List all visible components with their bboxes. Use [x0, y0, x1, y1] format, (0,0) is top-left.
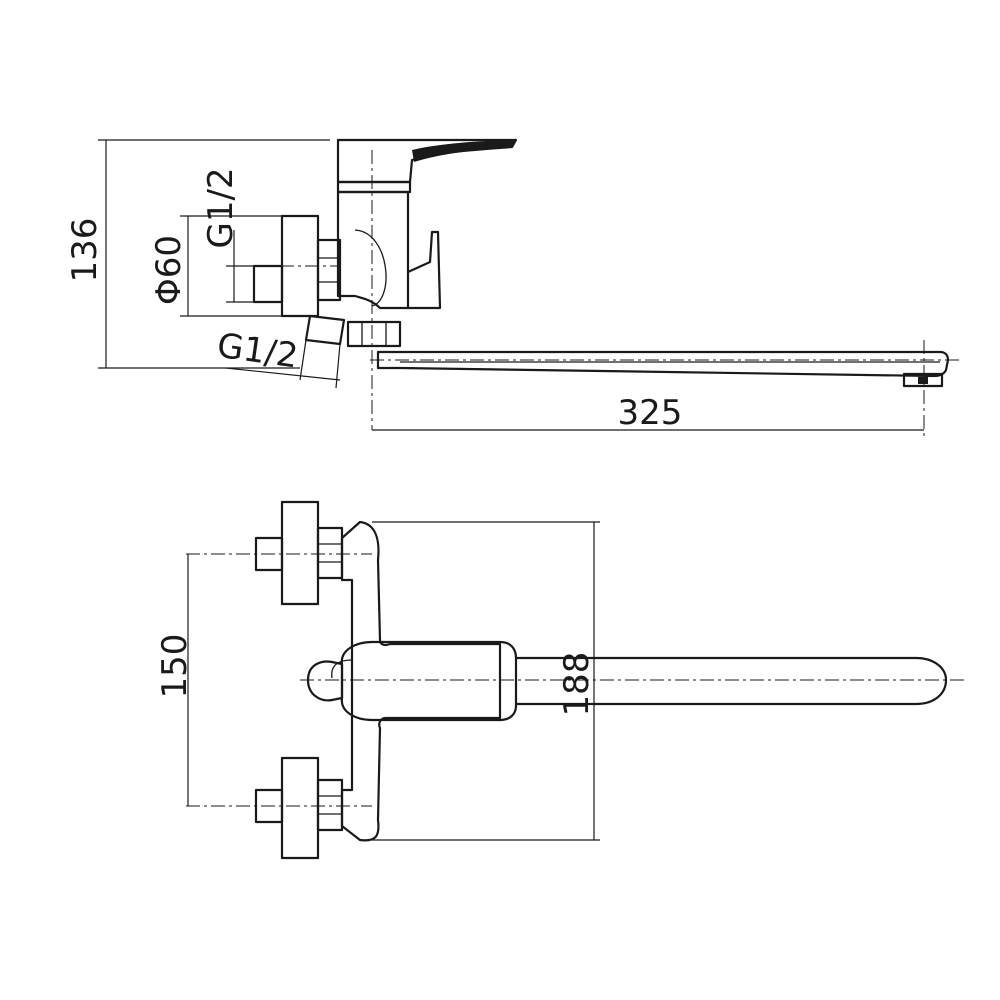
dim-325-label: 325 — [618, 393, 683, 433]
side-connector-nut — [316, 238, 342, 302]
dim-thread-top-label: G1/2 — [201, 167, 241, 248]
side-aerator — [902, 372, 944, 388]
top-lever — [340, 640, 518, 722]
top-lever-knob — [306, 660, 344, 702]
dim-thread-bottom-label: G1/2 — [215, 326, 301, 377]
top-body — [340, 520, 502, 842]
dim-188-label: 188 — [557, 652, 597, 717]
side-spout — [376, 350, 950, 378]
side-cartridge-cap — [336, 180, 412, 194]
side-diverter-knob — [406, 230, 442, 310]
side-lever-grip — [412, 140, 516, 162]
dim-150-label: 150 — [155, 634, 195, 699]
side-hose-connector — [346, 320, 402, 348]
side-view — [98, 138, 960, 436]
top-upper-flange — [280, 500, 320, 606]
side-connector-pipe — [252, 264, 284, 304]
top-upper-nut — [316, 526, 344, 580]
dim-phi60-label: Φ60 — [149, 235, 189, 305]
dim-136-label: 136 — [65, 218, 105, 283]
top-lower-nut — [316, 778, 344, 832]
top-lower-flange — [280, 756, 320, 860]
side-angled-thread — [304, 314, 346, 346]
side-body-curve — [354, 229, 387, 307]
top-view — [186, 500, 966, 860]
side-body — [336, 190, 410, 310]
